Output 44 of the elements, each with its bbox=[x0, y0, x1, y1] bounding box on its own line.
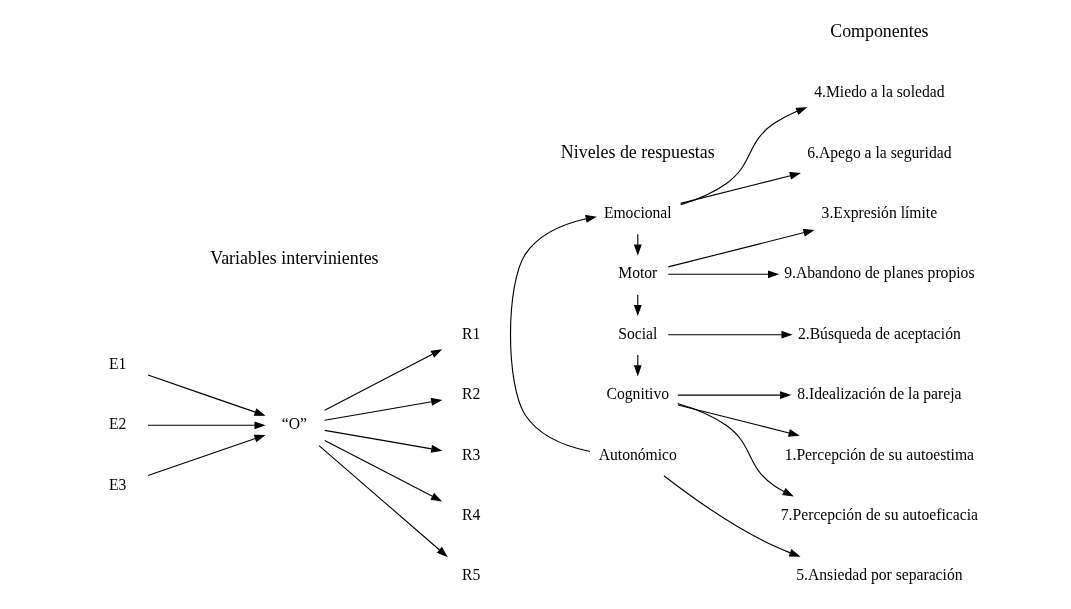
arrow bbox=[667, 330, 793, 339]
arrow bbox=[146, 434, 266, 477]
arrow bbox=[667, 228, 815, 268]
node-text: 5.Ansiedad por separación bbox=[795, 566, 963, 584]
node-text: 2.Búsqueda de aceptación bbox=[797, 324, 961, 342]
arrow bbox=[679, 171, 801, 204]
node-text: R4 bbox=[461, 506, 480, 524]
node-text: 7.Percepción de su autoeficacia bbox=[780, 506, 978, 524]
node-text: Social bbox=[617, 324, 657, 342]
arrow bbox=[679, 107, 807, 206]
node-text: R3 bbox=[461, 445, 480, 463]
arrow bbox=[146, 374, 266, 416]
label: Componentes bbox=[829, 20, 929, 41]
node-text: 8.Idealización de la pareja bbox=[796, 385, 961, 403]
node-text: E2 bbox=[108, 415, 126, 433]
arrow bbox=[509, 215, 597, 452]
arrow bbox=[667, 270, 779, 279]
node-text: Emocional bbox=[603, 204, 672, 222]
arrow bbox=[662, 475, 801, 557]
label: Niveles de respuestas bbox=[560, 141, 715, 162]
arrow bbox=[146, 421, 266, 430]
arrow bbox=[676, 404, 800, 437]
node-text: R1 bbox=[461, 324, 480, 342]
label: Variables intervinientes bbox=[209, 248, 379, 269]
arrow bbox=[318, 445, 448, 558]
node-text: Cognitivo bbox=[606, 385, 669, 403]
arrow bbox=[323, 439, 442, 502]
node-text: E1 bbox=[108, 355, 126, 373]
node-text: “O” bbox=[281, 415, 307, 433]
arrow bbox=[323, 397, 442, 421]
node-text: 1.Percepción de su autoestima bbox=[784, 445, 974, 463]
node-text: R2 bbox=[461, 385, 480, 403]
node-text: Autonómico bbox=[598, 445, 677, 463]
node-text: 9.Abandono de planes propios bbox=[783, 264, 975, 282]
node-text: 4.Miedo a la soledad bbox=[813, 83, 945, 101]
node-text: 3.Expresión límite bbox=[821, 204, 937, 222]
arrow bbox=[676, 391, 791, 399]
arrow bbox=[676, 402, 794, 497]
arrow bbox=[323, 349, 442, 411]
node-text: 6.Apego a la seguridad bbox=[806, 143, 951, 161]
node-text: Motor bbox=[617, 264, 657, 282]
node-text: E3 bbox=[108, 475, 126, 493]
node-text: R5 bbox=[461, 566, 480, 584]
arrow bbox=[323, 429, 442, 453]
